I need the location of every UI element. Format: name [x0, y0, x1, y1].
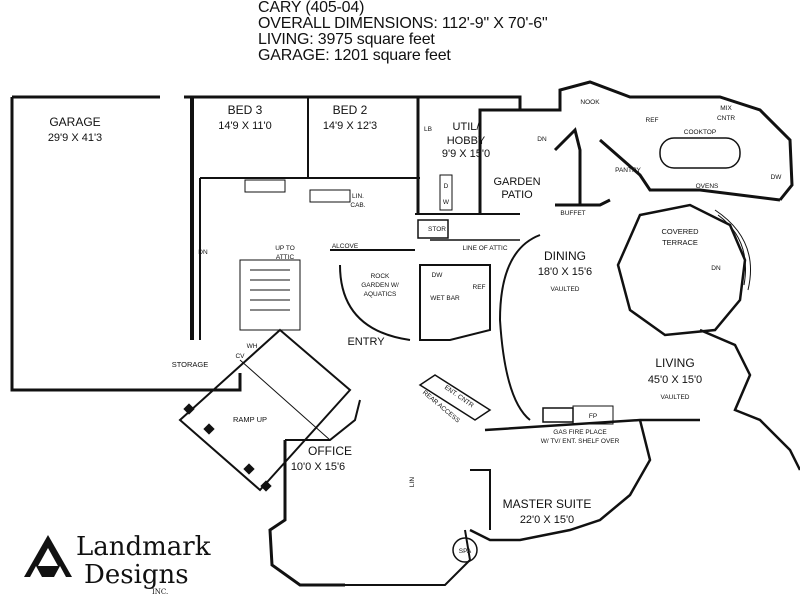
- wet-bar-dw-label: DW: [432, 272, 444, 279]
- wet-bar-label: WET BAR: [430, 295, 460, 302]
- ovens-label: OVENS: [696, 183, 719, 190]
- line-of-attic-label: LINE OF ATTIC: [462, 245, 507, 252]
- bed2-dim: 14'9 X 12'3: [323, 120, 377, 132]
- logo-inc: INC.: [152, 588, 169, 596]
- mix-cntr-label: MIX: [720, 105, 732, 112]
- linen-cab-label-2: CAB.: [350, 202, 365, 209]
- rock-garden-label-2: GARDEN W/: [361, 282, 399, 289]
- covered-terrace-label: COVERED: [661, 227, 699, 236]
- covered-terrace-label-2: TERRACE: [662, 238, 698, 247]
- ref-label: REF: [646, 117, 659, 124]
- dining-note: VAULTED: [550, 286, 579, 293]
- garage-dim: 29'9 X 41'3: [48, 132, 102, 144]
- buffet-label: BUFFET: [560, 210, 585, 217]
- master-suite-label: MASTER SUITE: [503, 497, 592, 511]
- logo-mark-icon: [24, 535, 72, 577]
- rock-garden-label: ROCK: [371, 273, 390, 280]
- garage-area: GARAGE: 1201 square feet: [258, 47, 451, 64]
- ramp-label: RAMP UP: [233, 415, 267, 424]
- washer-label: W: [443, 199, 450, 206]
- garage-wall: [10, 97, 242, 392]
- water-heater-label: WH: [247, 343, 258, 350]
- stor-label: STOR: [428, 226, 446, 233]
- garden-patio-label: GARDEN: [493, 176, 540, 188]
- mix-cntr-label-2: CNTR: [717, 115, 735, 122]
- logo-name-designs: Designs: [84, 560, 189, 590]
- dining-dim: 18'0 X 15'6: [538, 266, 592, 278]
- nook-label: NOOK: [580, 99, 600, 106]
- office-dim: 10'0 X 15'6: [291, 461, 345, 473]
- wet-bar-ref-label: REF: [473, 284, 486, 291]
- rock-garden-label-3: AQUATICS: [364, 291, 397, 298]
- down-label-garage: DN: [198, 249, 208, 256]
- alcove-label: ALCOVE: [332, 243, 359, 250]
- entry-label: ENTRY: [347, 336, 385, 348]
- cooktop-label: COOKTOP: [684, 129, 716, 136]
- plan-code: CARY (405-04): [258, 0, 365, 16]
- dryer-label: D: [444, 183, 449, 190]
- dw-label: DW: [771, 174, 783, 181]
- util-label-2: HOBBY: [447, 135, 486, 147]
- fireplace-label: FP: [589, 413, 597, 420]
- up-to-attic-label-2: ATTIC: [276, 254, 295, 261]
- bed3-dim: 14'9 X 11'0: [218, 120, 272, 132]
- garage-label: GARAGE: [49, 115, 100, 129]
- down-label-kitchen: DN: [537, 136, 547, 143]
- up-to-attic-label: UP TO: [275, 245, 295, 252]
- office-label: OFFICE: [308, 444, 352, 458]
- linen-label: LIN: [409, 477, 416, 487]
- util-label: UTIL/: [453, 121, 481, 133]
- bed2-label: BED 2: [333, 103, 368, 117]
- util-dim: 9'9 X 15'0: [442, 148, 490, 160]
- storage-label: STORAGE: [172, 360, 209, 369]
- living-note: VAULTED: [660, 394, 689, 401]
- overall-dimensions: OVERALL DIMENSIONS: 112'-9" X 70'-6": [258, 15, 548, 32]
- down-label-terrace: DN: [711, 265, 721, 272]
- garden-patio-label-2: PATIO: [501, 189, 533, 201]
- living-label: LIVING: [655, 356, 694, 370]
- linen-cab-label: LIN.: [352, 193, 364, 200]
- master-suite-dim: 22'0 X 15'0: [520, 514, 574, 526]
- gas-fireplace-label-2: W/ TV/ ENT. SHELF OVER: [541, 438, 620, 445]
- bed3-label: BED 3: [228, 103, 263, 117]
- living-area: LIVING: 3975 square feet: [258, 31, 435, 48]
- spa-label: SPA: [459, 548, 472, 555]
- logo-name-landmark: Landmark: [76, 532, 211, 562]
- pantry-label: PANTRY: [615, 167, 641, 174]
- gas-fireplace-label: GAS FIRE PLACE: [553, 429, 607, 436]
- dining-label: DINING: [544, 249, 586, 263]
- lb-label: LB: [424, 126, 432, 133]
- living-dim: 45'0 X 15'0: [648, 374, 702, 386]
- cv-label: CV: [235, 353, 245, 360]
